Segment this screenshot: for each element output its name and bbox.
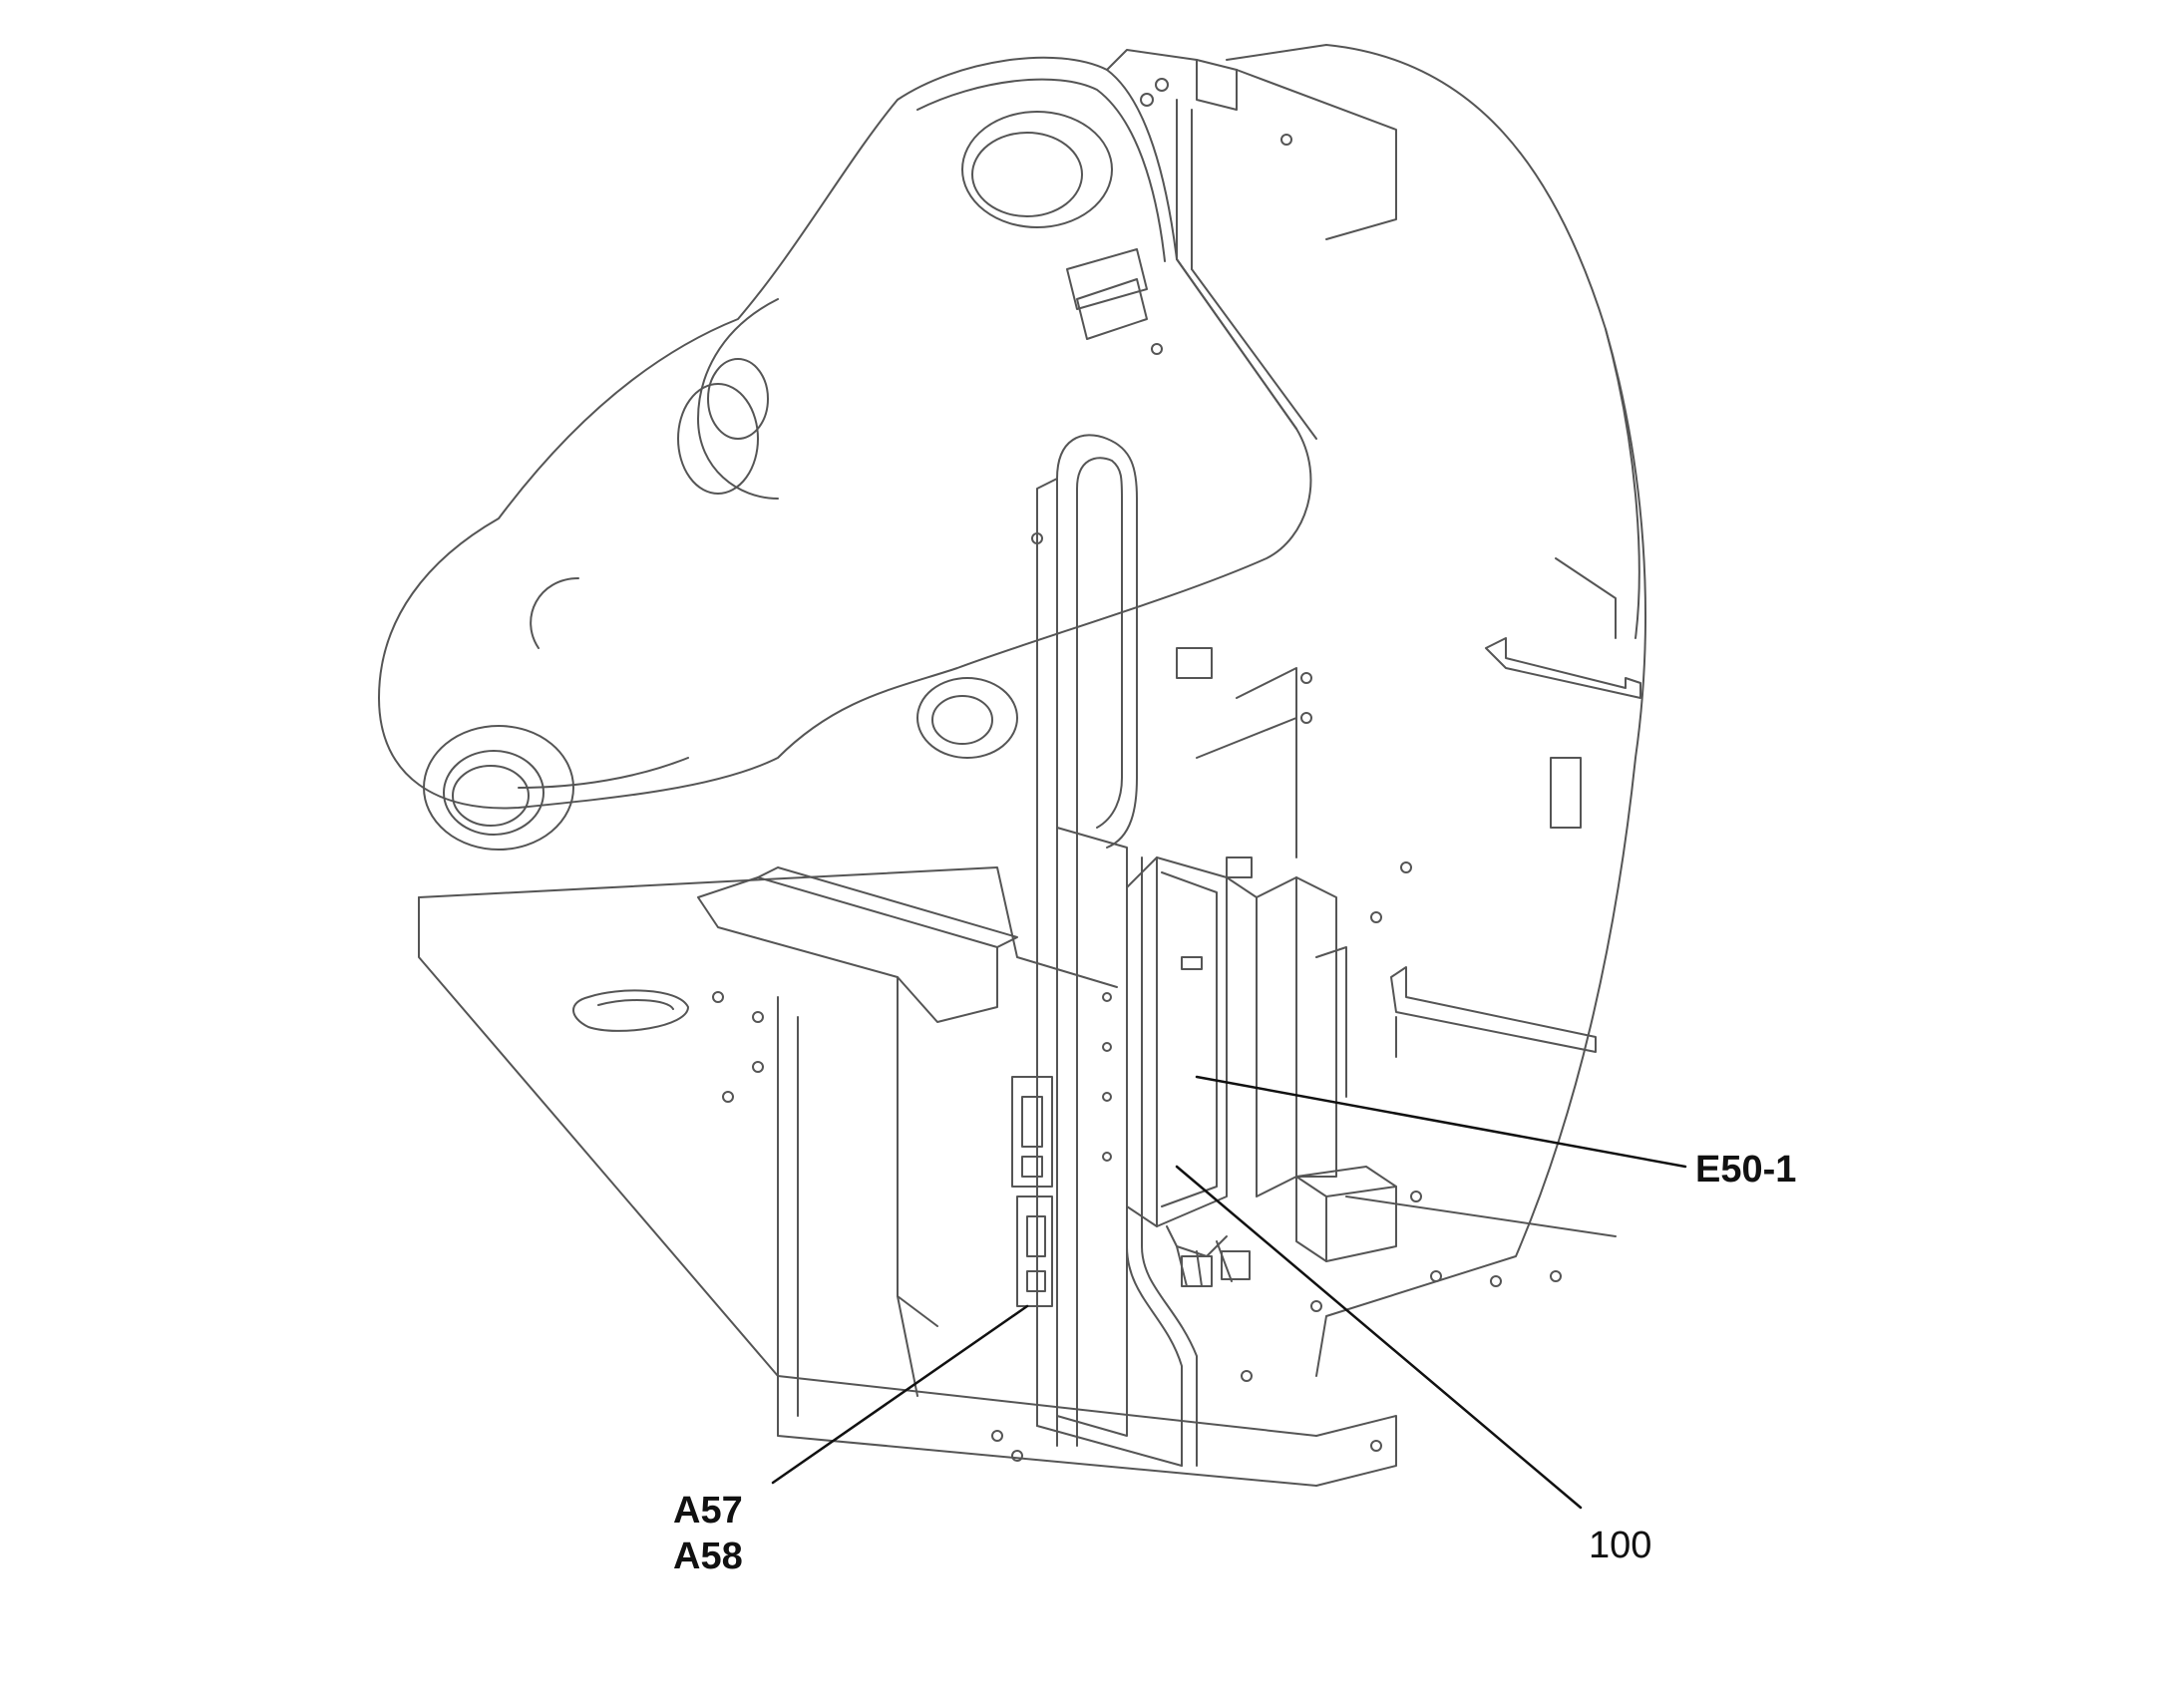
left-pin-bore [423, 725, 574, 851]
fasteners [712, 78, 1562, 1462]
upright-plate [1056, 827, 1128, 1437]
pivot-casting [378, 49, 1317, 810]
side-bosses [530, 358, 769, 649]
side-bracket-right [1196, 667, 1347, 1197]
floor-block [1295, 1166, 1397, 1262]
callout-e50-1: E50-1 [1695, 1149, 1797, 1191]
base-plate [418, 866, 1617, 1487]
electrical-box [1126, 856, 1251, 1287]
callout-a58: A58 [673, 1536, 743, 1577]
leader-e50 [1195, 1075, 1687, 1169]
support-bracket [697, 866, 1018, 1417]
leader-100 [1175, 1165, 1583, 1510]
frame-outline [1226, 44, 1646, 1377]
callout-100: 100 [1589, 1525, 1652, 1566]
upper-pin-bore [961, 111, 1113, 228]
mid-pin-bore [916, 677, 1018, 759]
side-brackets [1390, 637, 1641, 1058]
leader-lines [771, 1075, 1687, 1510]
callout-a57: A57 [673, 1490, 743, 1532]
handrail [1036, 434, 1198, 1467]
leader-a57 [771, 1304, 1029, 1485]
control-modules [1011, 1076, 1053, 1307]
